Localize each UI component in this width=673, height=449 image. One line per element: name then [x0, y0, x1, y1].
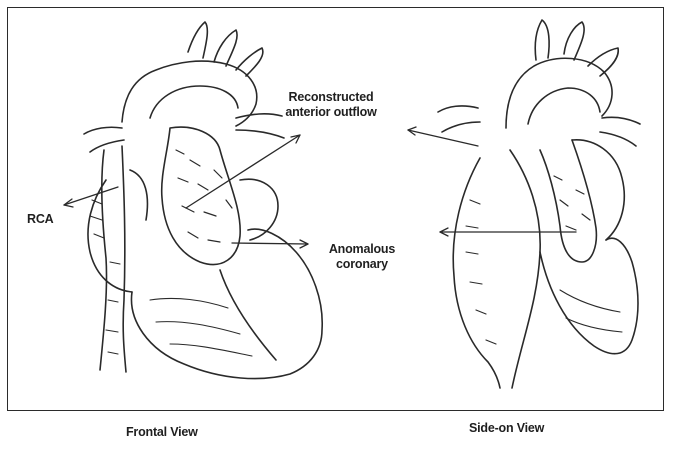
side-right-atrium — [453, 150, 540, 388]
frontal-left-appendage — [240, 179, 278, 240]
rca-pointer — [64, 187, 118, 205]
outflow-pointer-side — [408, 130, 478, 146]
frontal-pulmonary-branches — [84, 114, 284, 152]
anomalous-pointer-left — [232, 243, 308, 244]
side-pulmonary-branches — [438, 106, 640, 146]
side-ventricle — [540, 238, 638, 353]
anomalous-line1: Anomalous — [312, 242, 412, 257]
reconstructed-line1: Reconstructed — [266, 90, 396, 105]
frontal-outflow-tract — [162, 127, 241, 264]
rca-label: RCA — [27, 212, 53, 227]
side-outflow-tract — [540, 140, 596, 262]
side-heart — [438, 20, 640, 388]
frontal-vena-cava — [100, 146, 126, 372]
frontal-aortic-branches — [188, 22, 263, 76]
side-aortic-arch — [506, 58, 612, 128]
frontal-heart — [84, 22, 322, 379]
frontal-view-caption: Frontal View — [126, 425, 198, 440]
frontal-right-atrium — [88, 170, 147, 292]
pointer-arrows — [64, 127, 576, 248]
anomalous-line2: coronary — [312, 257, 412, 272]
reconstructed-line2: anterior outflow — [266, 105, 396, 120]
side-view-caption: Side-on View — [469, 421, 544, 436]
frontal-aortic-arch — [122, 61, 257, 126]
frontal-ventricles — [131, 229, 322, 378]
side-left-appendage — [572, 140, 624, 240]
reconstructed-label: Reconstructed anterior outflow — [266, 90, 396, 120]
side-aortic-branches — [535, 20, 618, 76]
anomalous-label: Anomalous coronary — [312, 242, 412, 272]
outflow-pointer — [186, 135, 300, 208]
